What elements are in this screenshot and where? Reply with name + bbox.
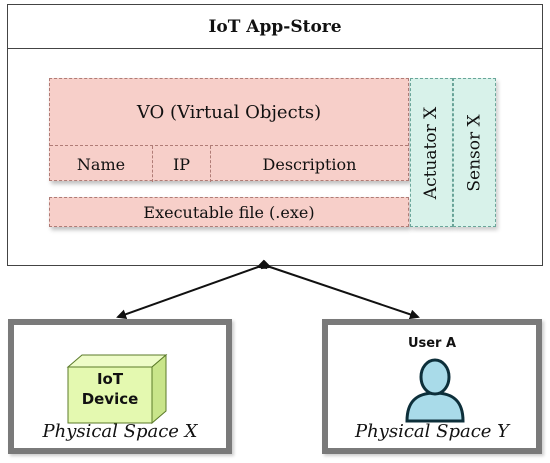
app-store-title: IoT App-Store: [8, 5, 542, 49]
vo-field-description: Description: [262, 154, 357, 174]
vo-field-name: Name: [50, 146, 153, 182]
user-icon: [405, 358, 465, 423]
vo-title: VO (Virtual Objects): [136, 101, 322, 123]
sensor-box: Sensor X: [453, 78, 496, 227]
space-y-label: Physical Space Y: [354, 421, 510, 442]
app-store-panel: IoT App-Store VO (Virtual Objects) Name …: [7, 4, 543, 266]
user-label: User A: [407, 336, 457, 351]
device-line-1: IoT: [96, 370, 124, 388]
physical-space-x: IoT Device Physical Space X: [8, 319, 232, 454]
physical-space-y: User A Physical Space Y: [322, 319, 542, 454]
space-x-label: Physical Space X: [42, 421, 198, 442]
vo-box: VO (Virtual Objects) Name IP Description: [49, 78, 409, 182]
actuator-box: Actuator X: [410, 78, 453, 227]
cube-icon: [66, 353, 168, 425]
vo-field-ip: IP: [153, 146, 211, 182]
actuator-label: Actuator X: [421, 106, 442, 199]
sensor-label: Sensor X: [464, 113, 485, 192]
device-line-2: Device: [81, 390, 139, 408]
arrow-to-space-x: [116, 259, 268, 320]
arrow-to-space-y: [260, 259, 420, 320]
iot-device: IoT Device: [66, 353, 168, 425]
executable-file-box: Executable file (.exe): [49, 197, 409, 227]
vo-fields: Name IP Description: [50, 145, 408, 182]
iot-device-text: IoT Device: [71, 369, 149, 409]
